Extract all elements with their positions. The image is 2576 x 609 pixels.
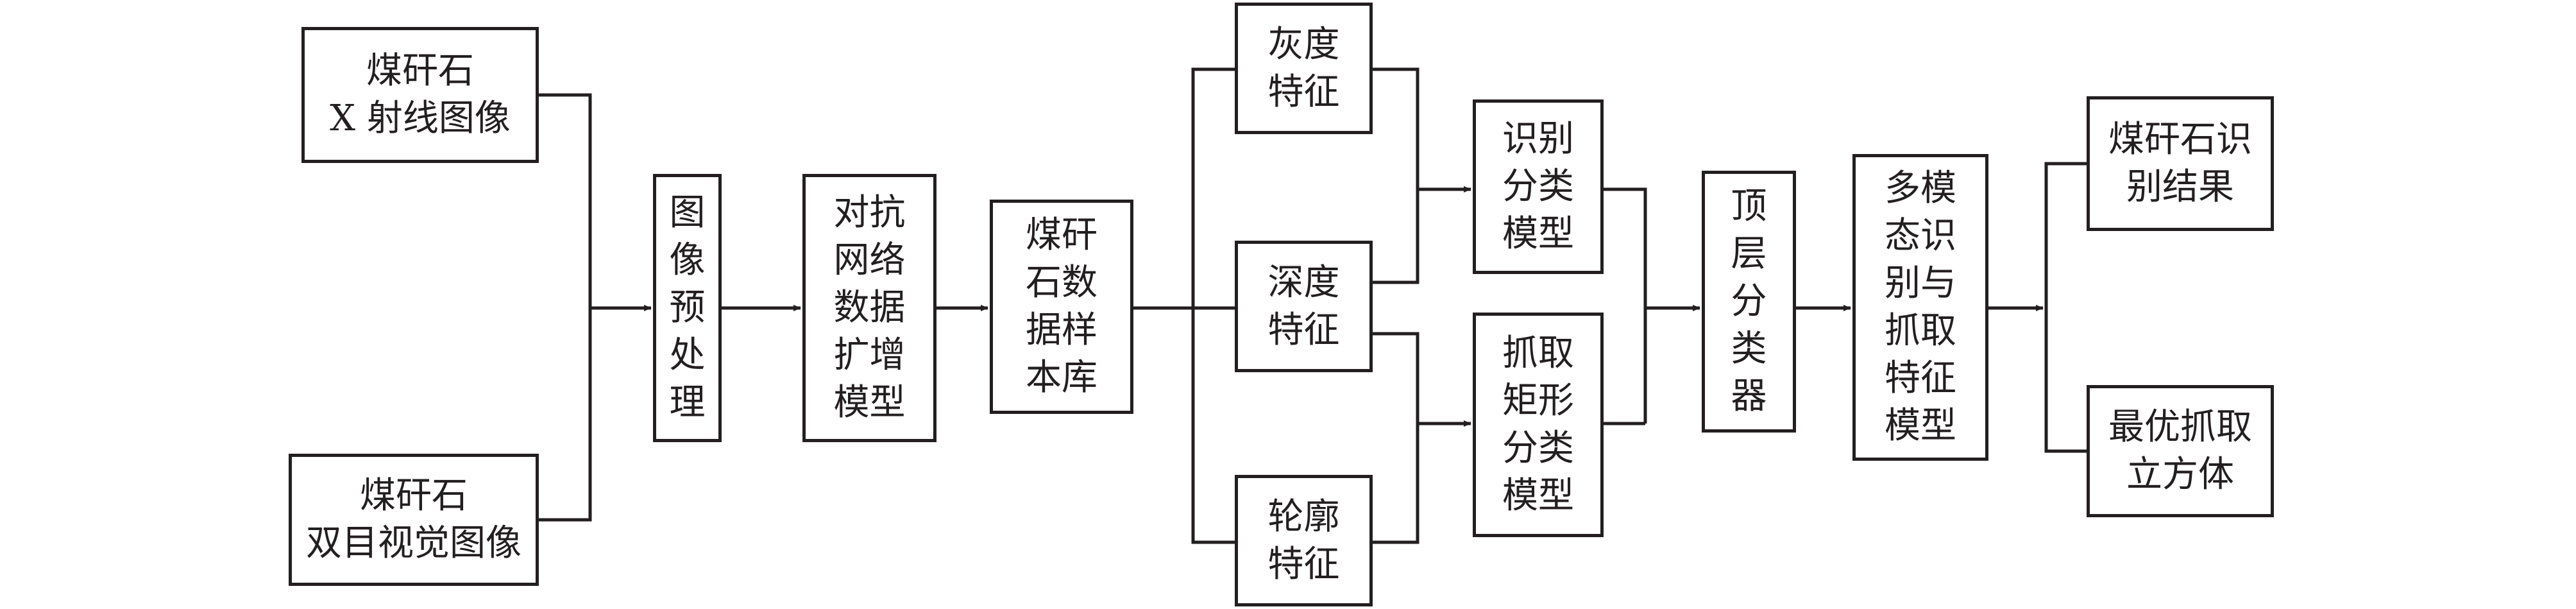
node-xray-image: 煤矸石 X 射线图像 (301, 27, 539, 163)
node-contour-feature: 轮廓 特征 (1235, 475, 1373, 606)
connector-xray (539, 93, 592, 308)
node-sample-library: 煤矸 石数 据样 本库 (990, 200, 1133, 414)
connector-recognition-out (1604, 187, 1647, 424)
node-depth-feature: 深度 特征 (1235, 241, 1373, 372)
node-stereo-image: 煤矸石 双目视觉图像 (289, 454, 539, 586)
node-multimodal-model: 多模 态识 别与 抓取 特征 模型 (1852, 154, 1988, 461)
connector-output-bus (2044, 162, 2087, 453)
node-grasp-rect-model: 抓取 矩形 分类 模型 (1473, 313, 1604, 537)
connector-feature-bus (1191, 67, 1235, 544)
node-preprocess: 图 像 预 处 理 (653, 174, 722, 442)
connector-stereo (539, 308, 592, 522)
node-gray-feature: 灰度 特征 (1235, 3, 1373, 134)
connector-gray (1373, 67, 1419, 189)
connector-depth-up (1373, 189, 1419, 284)
node-optimal-cuboid: 最优抓取 立方体 (2087, 385, 2274, 517)
connector-depth-down (1373, 332, 1419, 424)
node-recognition-result: 煤矸石识 别结果 (2087, 96, 2274, 231)
node-top-classifier: 顶 层 分 类 器 (1702, 171, 1796, 433)
node-gan-augmentation: 对抗 网络 数据 扩增 模型 (802, 174, 936, 442)
connector-contour (1373, 424, 1419, 544)
node-recognition-model: 识别 分类 模型 (1473, 99, 1604, 274)
